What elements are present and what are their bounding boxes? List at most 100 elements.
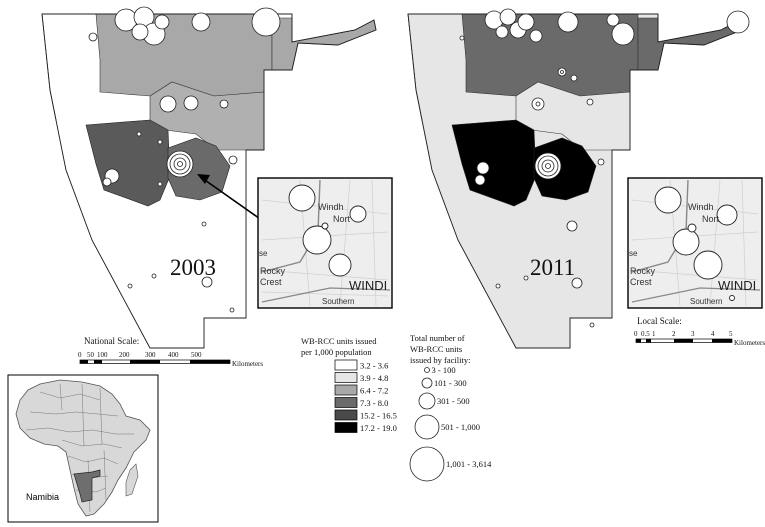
choropleth-legend-title: WB-RCC units issued [301,336,377,346]
facility-symbol [201,221,207,227]
facility-symbol [459,35,465,41]
choropleth-legend-title: per 1,000 population [301,347,372,357]
scale-tick-label: 50 [87,351,95,359]
legend-symbol [409,446,445,482]
facility-symbol [570,74,578,82]
facility-symbol [517,13,535,31]
namibia-border-2003 [41,13,377,349]
legend-symbol-label: 501 - 1,000 [441,422,480,432]
inset-label: WINDI [718,278,756,293]
inset-facility-symbol [654,186,682,214]
inset-label: Rocky [260,266,286,276]
symbol-legend-title: Total number of [410,333,465,343]
local-scale-bar: Local Scale: 0 0.5 1 2 3 4 5 Kilometers [634,316,765,347]
legend-swatch [334,397,358,408]
inset-label: Nort [333,214,351,224]
inset-label: Crest [260,277,282,287]
facility-symbol [474,174,486,186]
inset-facility-symbol [716,204,738,226]
inset-facility-symbol [288,184,316,212]
legend-symbol-label: 101 - 300 [434,378,467,388]
symbol-legend: Total number of WB-RCC units issued by f… [409,333,492,482]
facility-symbol [571,277,583,289]
facility-symbol [589,322,595,328]
facility-symbol [476,161,490,175]
facility-symbol [560,70,564,74]
facility-symbol [535,101,541,107]
facility-symbol [159,95,177,113]
inset-map-2003: Windh Nort se Rocky Crest WINDI Southern [257,177,393,309]
choropleth-legend: WB-RCC units issued per 1,000 population… [301,336,397,433]
facility-symbol-windhoek [177,161,183,167]
legend-swatch-label: 17.2 - 19.0 [360,423,397,433]
facility-symbol-windhoek [545,163,551,169]
legend-symbol [414,414,440,440]
inset-facility-symbol [328,253,352,277]
inset-label: se [259,249,268,258]
namibia-border-2011 [407,13,743,349]
legend-symbol-label: 3 - 100 [432,365,456,375]
scale-tick-label: 3 [691,330,695,338]
scale-tick-label: 0 [78,351,82,359]
legend-swatch-label: 15.2 - 16.5 [360,411,397,421]
scale-tick-label: 4 [711,330,715,338]
legend-swatch [334,422,358,433]
facility-symbol [136,131,142,137]
inset-facility-symbol [672,228,700,256]
facility-symbol [597,158,605,166]
legend-symbol-label: 1,001 - 3,614 [446,459,492,469]
inset-map-2011: Windh Nort se Rocky Crest WINDI Southern [627,177,763,309]
facility-symbol [219,99,229,109]
legend-swatch-label: 3.2 - 3.6 [360,361,388,371]
legend-swatch-label: 3.9 - 4.8 [360,373,388,383]
facility-symbol [726,10,750,34]
scale-tick-label: 5 [729,330,733,338]
inset-label: Crest [630,277,652,287]
facility-symbols-2011 [459,8,750,328]
facility-symbols-2003 [88,6,281,313]
facility-symbol [131,23,149,41]
inset-facility-symbol [729,295,735,301]
scale-tick-label: 2 [672,330,676,338]
facility-symbol [229,307,235,313]
map-panel-2003: 2003 Windh Nort se Rocky [41,6,393,349]
legend-swatch [334,372,358,383]
facility-symbol [529,29,543,43]
facility-symbol [611,22,635,46]
facility-symbol [157,181,163,187]
facility-symbol [495,283,501,289]
facility-symbol [88,32,98,42]
facility-symbol [191,12,211,32]
namibia-highlight [73,469,101,503]
scale-tick-label: 400 [168,351,179,359]
inset-facility-symbol [693,250,723,280]
panel-year-2003: 2003 [170,255,216,280]
facility-symbol [523,275,529,281]
panel-year-2011: 2011 [530,255,575,280]
madagascar [125,463,139,497]
legend-symbol [421,377,433,389]
inset-label: WINDI [349,278,387,293]
facility-symbol [154,14,170,30]
scale-tick-label: 100 [97,351,108,359]
national-scale-bar: National Scale: 0 50 100 200 300 400 500… [78,336,263,368]
inset-facility-symbol [321,222,329,230]
africa-outline [15,379,151,517]
map-panel-2011: 2011 [407,8,750,349]
scale-tick-label: 300 [145,351,156,359]
africa-locator-map: Namibia [7,374,159,523]
inset-label: Rocky [630,266,656,276]
legend-symbol [424,367,430,373]
facility-symbol [566,220,578,232]
facility-symbol [557,11,579,33]
inset-facility-symbol [687,223,697,233]
facility-symbol [499,8,517,26]
inset-label: Windh [688,202,714,212]
scale-tick-label: 500 [191,351,202,359]
inset-label: Southern [690,297,722,306]
inset-label: se [629,249,638,258]
inset-label: Nort [702,214,720,224]
local-scale-title: Local Scale: [637,316,682,326]
national-scale-title: National Scale: [84,336,139,346]
